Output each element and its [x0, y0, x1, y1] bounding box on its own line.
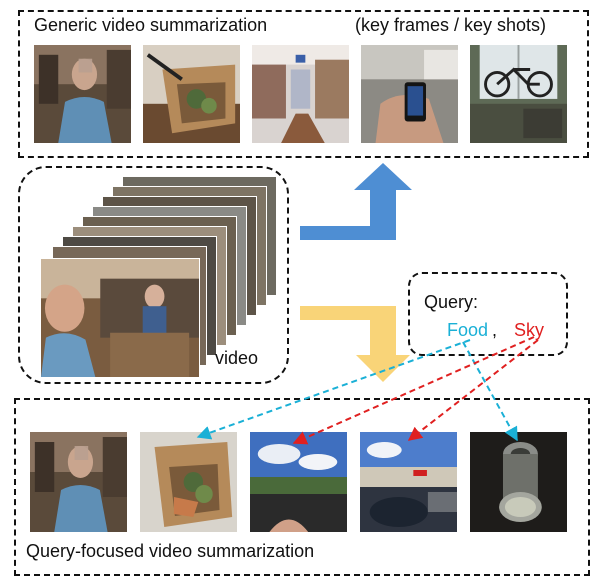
query-term-sky: Sky: [514, 320, 545, 340]
key-frames-caption: (key frames / key shots): [355, 15, 547, 35]
query-separator: ,: [492, 320, 498, 340]
bottom-keyframe-4: [360, 432, 457, 532]
bottom-keyframe-2: [140, 432, 237, 532]
query-focused-arrow: [300, 306, 410, 382]
top-keyframe-3: [252, 45, 349, 143]
bottom-keyframe-5: [470, 432, 567, 532]
generic-summary-title: Generic video summarization: [34, 15, 268, 35]
video-front-frame: [40, 258, 200, 378]
bottom-keyframe-1: [30, 432, 127, 532]
generic-summary-arrow: [300, 163, 412, 240]
video-label: video: [215, 348, 259, 368]
generic-summary-panel: [18, 10, 589, 158]
query-focused-title: Query-focused video summarization: [26, 541, 315, 561]
top-keyframe-2: [143, 45, 240, 143]
query-term-food: Food: [447, 320, 489, 340]
top-keyframe-1: [34, 45, 131, 143]
video-panel: [18, 166, 289, 384]
top-keyframe-5: [470, 45, 567, 143]
top-keyframe-4: [361, 45, 458, 143]
bottom-keyframe-3: [250, 432, 347, 532]
query-title: Query:: [424, 292, 479, 312]
query-panel: [408, 272, 568, 356]
